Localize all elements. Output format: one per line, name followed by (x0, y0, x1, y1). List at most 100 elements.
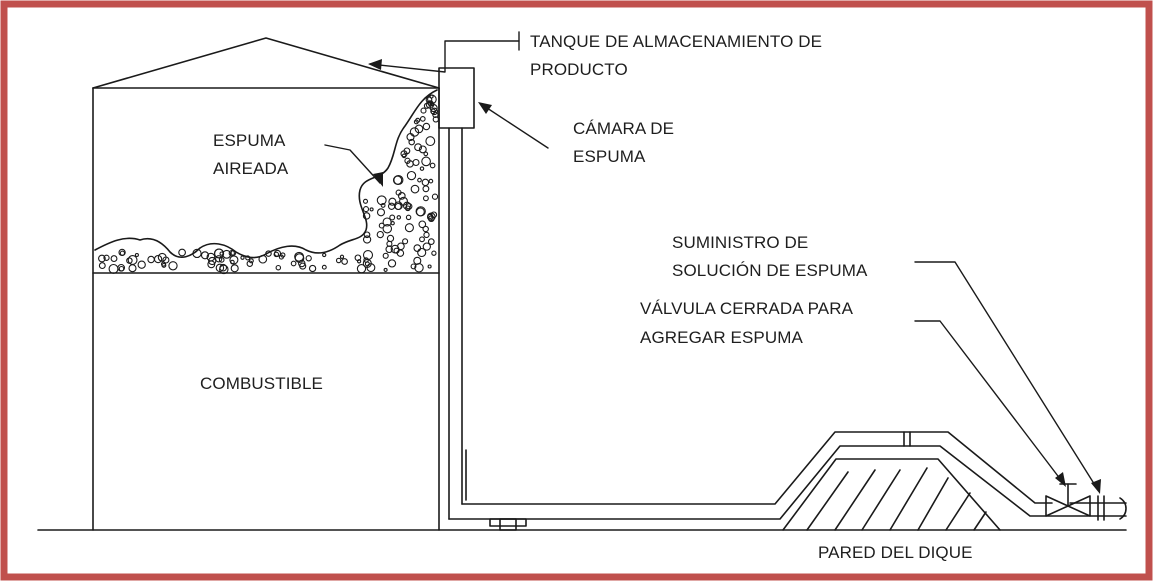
foam-bubble (396, 215, 402, 220)
label-tanque-line2: PRODUCTO (530, 60, 628, 79)
foam-bubble (423, 151, 429, 157)
foam-bubble (386, 240, 393, 247)
foam-bubble (192, 248, 202, 259)
leader-lines (324, 31, 1099, 491)
foam-bubble (386, 234, 395, 243)
foam-bubble (110, 255, 118, 263)
foam-bubble (410, 263, 417, 270)
foam-bubble (118, 265, 125, 272)
foam-bubble (427, 212, 436, 222)
foam-bubble (376, 195, 387, 206)
foam-bubble (369, 207, 374, 212)
foam-bubble (420, 107, 427, 114)
foam-bubble (388, 197, 397, 206)
foam-bubble (419, 236, 425, 243)
foam-bubble (429, 162, 436, 169)
foam-bubble (380, 202, 386, 208)
foam-bubble (427, 101, 433, 106)
foam-bubble (413, 244, 422, 252)
foam-bubble (168, 261, 178, 271)
foam-bubble (219, 264, 229, 275)
foam-bubble (397, 192, 406, 200)
foam-bubble (126, 257, 133, 264)
label-suministro-line1: SUMINISTRO DE (672, 233, 809, 252)
foam-bubble (410, 184, 420, 194)
storage-tank (92, 37, 440, 531)
label-camara-line2: ESPUMA (573, 147, 646, 166)
foam-bubble (108, 263, 119, 274)
foam-bubble (119, 250, 126, 256)
arrowhead-tank (368, 59, 382, 70)
foam-bubble (240, 255, 245, 260)
label-tanque-line1: TANQUE DE ALMACENAMIENTO DE (530, 32, 823, 51)
foam-bubble (418, 145, 427, 154)
foam-bubble (98, 262, 106, 270)
foam-bubble (430, 211, 438, 219)
foam-bubble (299, 262, 307, 270)
foam-bubble (429, 94, 434, 99)
foam-bubble (404, 205, 411, 212)
foam-bubble (383, 267, 388, 272)
foam-bubble (273, 251, 280, 258)
foam-bubble (399, 196, 408, 206)
foam-bubble (265, 250, 272, 257)
foam-bubble (208, 256, 217, 266)
foam-bubble (419, 166, 425, 171)
foam-bubble (339, 254, 345, 259)
foam-bubble (418, 220, 427, 229)
foam-bubble (356, 259, 362, 264)
foam-bubble (128, 264, 137, 273)
foam-bubble (412, 158, 420, 167)
foam-bubble (401, 153, 407, 159)
foam-bubble (427, 238, 435, 245)
arrowhead-camara (478, 102, 492, 114)
foam-bubble (308, 264, 317, 273)
foam-bubble (414, 124, 424, 134)
foam-bubble (422, 122, 431, 131)
foam-bubble (321, 264, 327, 270)
foam-bubble (385, 245, 393, 254)
foam-bubble (402, 238, 409, 245)
foam-bubble (396, 249, 405, 257)
supply-connection (1097, 495, 1127, 521)
foam-bubble (425, 136, 436, 147)
foam-bubble (406, 170, 417, 181)
foam-bubble (406, 132, 415, 142)
foam-bubble (382, 223, 393, 234)
foam-bubble (376, 208, 386, 217)
foam-bubble (390, 244, 400, 254)
foam-bubble (421, 178, 430, 187)
foam-bubble (394, 202, 402, 211)
foam-bubble (258, 254, 268, 264)
foam-bubble (230, 264, 239, 273)
arrowhead-suministro (1091, 479, 1101, 494)
label-camara-line1: CÁMARA DE (573, 119, 675, 138)
label-suministro-line2: SOLUCIÓN DE ESPUMA (672, 261, 868, 280)
foam-bubble (406, 160, 414, 168)
foam-bubble (425, 96, 433, 104)
foam-bubble (419, 116, 426, 122)
foam-bubble (376, 230, 384, 239)
foam-bubble (363, 231, 371, 239)
foam-bubble (404, 223, 414, 233)
foam-bubble (294, 253, 305, 263)
foam-bubble (422, 195, 429, 202)
foam-bubble (389, 214, 396, 221)
foam-bubble (362, 235, 372, 244)
dike-wall (782, 458, 1001, 531)
foam-bubble (414, 143, 423, 152)
foam-bubble (178, 248, 186, 257)
label-valvula-line2: AGREGAR ESPUMA (640, 328, 803, 347)
foam-bubble (362, 250, 374, 261)
arrowhead-valvula (1055, 472, 1066, 487)
foam-bubble (415, 207, 425, 217)
foam-bubble (290, 260, 297, 267)
foam-bubble (387, 202, 396, 210)
aerated-foam-outline (94, 89, 438, 259)
foam-bubbles (98, 94, 439, 275)
foam-bubble (305, 255, 312, 262)
foam-bubble (393, 174, 404, 186)
